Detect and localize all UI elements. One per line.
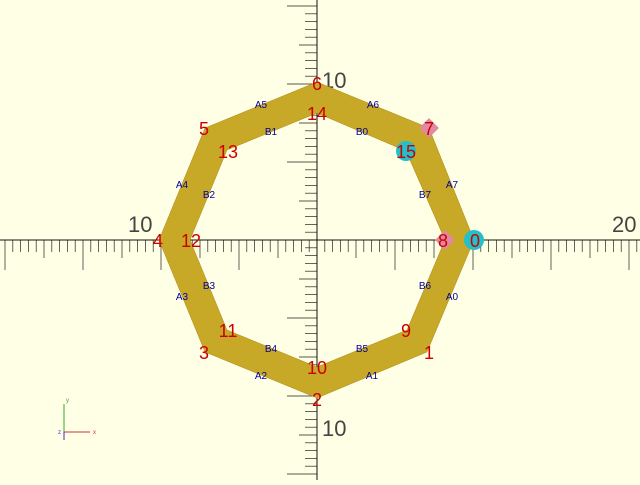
axes-gizmo: x y z (58, 398, 96, 440)
edge-label: A2 (255, 371, 268, 382)
outer-vertex-labels: 0 1 2 3 4 5 6 7 (153, 74, 480, 410)
edge-label: B7 (419, 190, 432, 201)
vertex-label: 2 (312, 390, 322, 410)
vertex-label: 11 (219, 321, 238, 341)
ruler-label-y-neg: 10 (322, 416, 346, 441)
gizmo-y-label: y (66, 398, 69, 404)
vertex-label: 6 (312, 74, 322, 94)
ruler-label-x-neg: 10 (128, 212, 152, 237)
edge-label: A6 (367, 100, 380, 111)
gizmo-z-label: z (58, 430, 61, 436)
axis-rulers (4, 5, 638, 475)
edge-label: A1 (366, 371, 379, 382)
vertex-label: 13 (218, 142, 238, 162)
octagon-ring[interactable] (158, 81, 475, 399)
vertex-label: 3 (199, 343, 209, 363)
edge-label: B3 (203, 281, 216, 292)
edge-label: B6 (419, 281, 432, 292)
edge-label: B0 (356, 127, 369, 138)
vertex-label: 14 (307, 104, 327, 124)
edge-label: B4 (265, 344, 278, 355)
highlight-diamond-vertex-7 (419, 118, 439, 138)
ruler-labels: 10 20 10 10 (128, 68, 636, 441)
edge-label: A5 (255, 100, 268, 111)
highlight-circle-vertex-15 (396, 141, 416, 161)
vertex-label: 15 (396, 142, 416, 162)
inner-vertex-labels: 8 9 10 11 12 13 14 15 (181, 104, 448, 378)
highlight-circle-vertex-0 (464, 230, 484, 250)
highlight-diamond-vertex-8 (435, 230, 455, 250)
outer-edge-labels: A0 A1 A2 A3 A4 A5 A6 A7 (176, 100, 459, 382)
inner-edge-labels: B0 B1 B2 B3 B4 B5 B6 B7 (203, 127, 432, 355)
vertex-label: 8 (438, 231, 448, 251)
vertex-label: 9 (401, 321, 411, 341)
edge-label: A3 (176, 292, 189, 303)
vertex-label: 0 (470, 231, 480, 251)
vertex-label: 5 (199, 119, 209, 139)
edge-label: A4 (176, 180, 189, 191)
vertex-label: 10 (307, 358, 327, 378)
edge-label: B1 (265, 127, 278, 138)
gizmo-x-label: x (93, 430, 96, 436)
vertex-label: 1 (424, 343, 434, 363)
edge-label: A7 (446, 180, 459, 191)
vertex-label: 4 (153, 231, 163, 251)
vertex-label: 12 (181, 231, 201, 251)
edge-label: B2 (203, 190, 216, 201)
edge-label: A0 (446, 292, 459, 303)
edge-label: B5 (356, 344, 369, 355)
ruler-label-x-pos: 20 (612, 212, 636, 237)
vertex-label: 7 (424, 119, 434, 139)
